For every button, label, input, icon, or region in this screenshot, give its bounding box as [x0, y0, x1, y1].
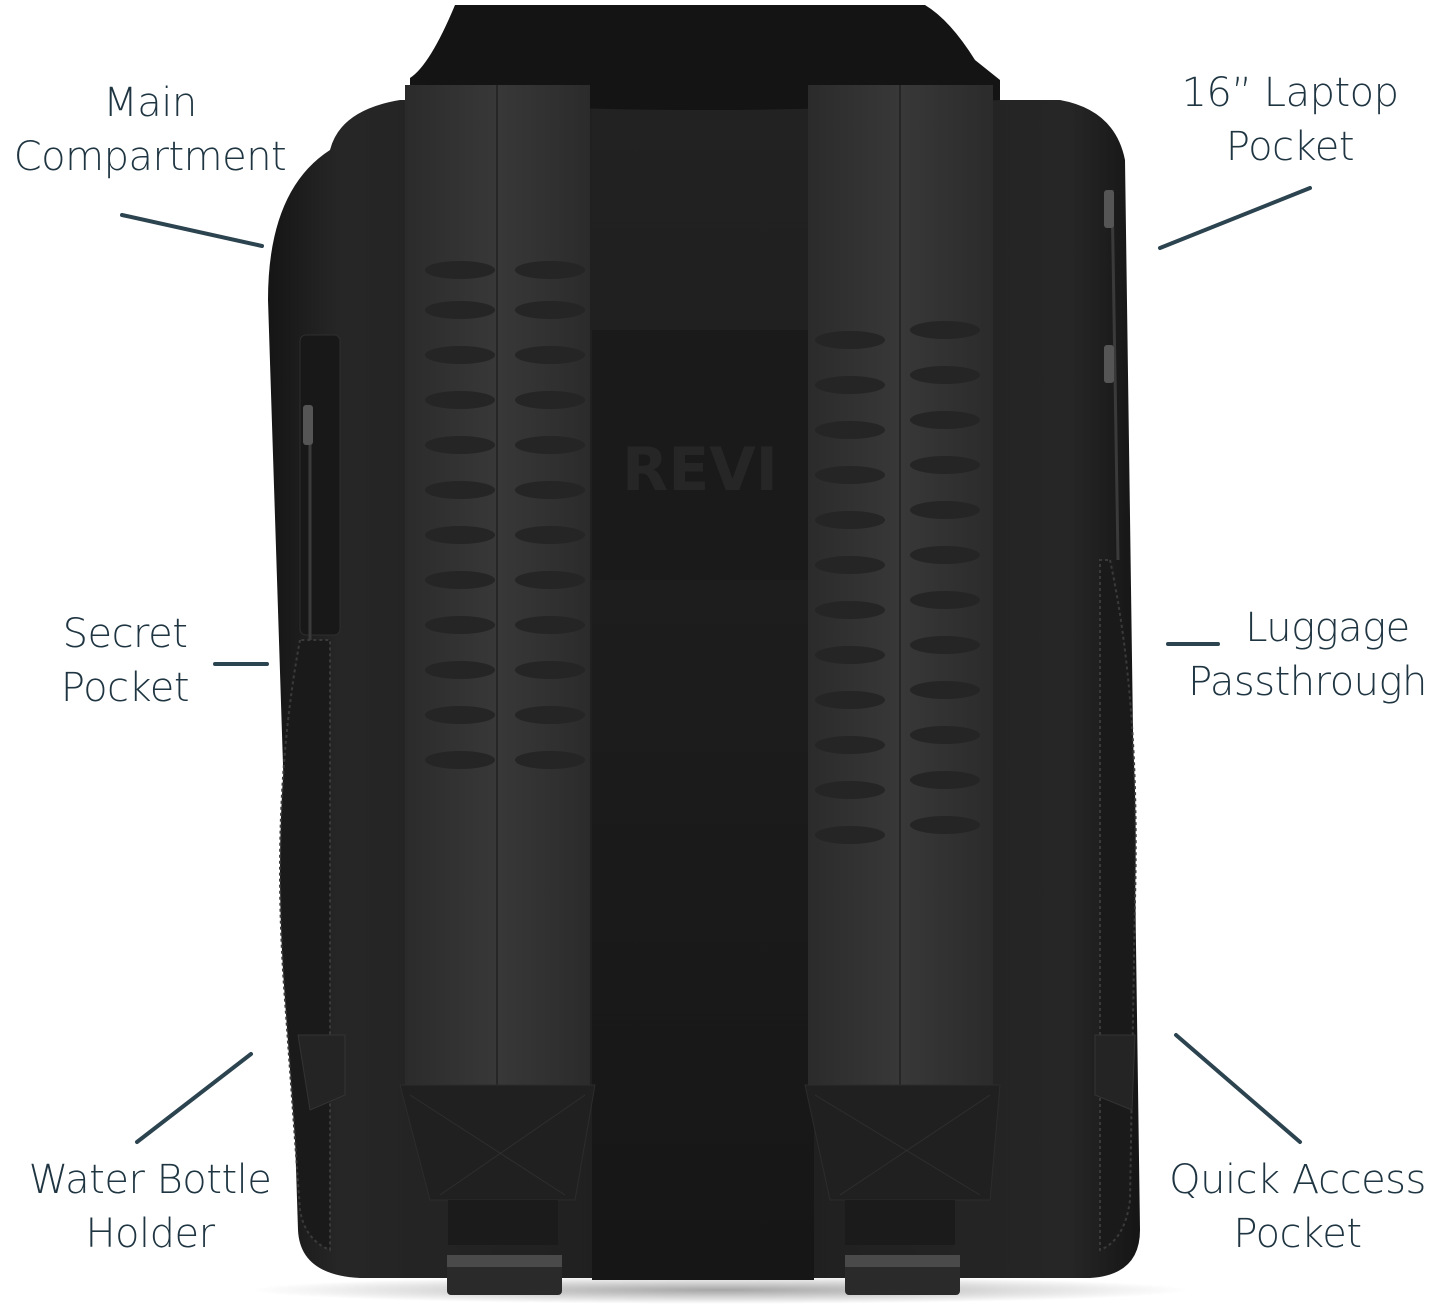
top-handle — [410, 5, 1000, 110]
right-shoulder-strap — [804, 85, 1001, 1295]
back-panel: REVI — [592, 90, 814, 1280]
brand-watermark: REVI — [622, 435, 778, 505]
label-water-bottle-holder: Water Bottle Holder — [28, 1157, 272, 1257]
label-secret-pocket: Secret Pocket — [60, 611, 190, 711]
label-luggage-passthrough: Luggage Passthrough — [1188, 605, 1427, 705]
left-shoulder-strap — [399, 85, 596, 1295]
label-main-compartment: Main Compartment — [13, 80, 287, 180]
label-laptop-pocket: 16” Laptop Pocket — [1181, 70, 1399, 170]
label-quick-access-pocket: Quick Access Pocket — [1169, 1157, 1426, 1257]
